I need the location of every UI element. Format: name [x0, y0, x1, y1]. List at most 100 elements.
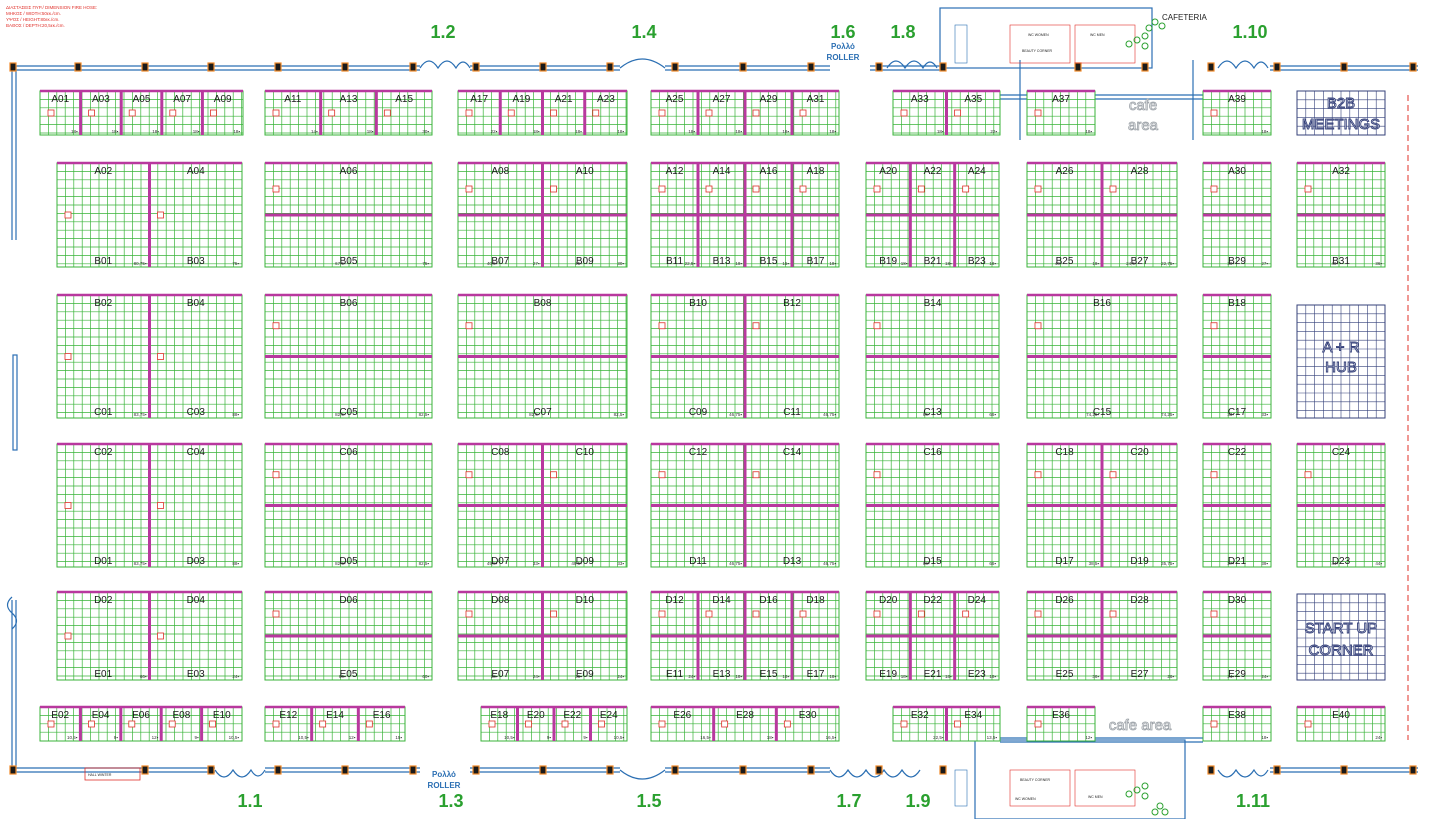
booth-dimension: 18▪	[735, 674, 742, 679]
booth-dimension: 88▪	[232, 561, 239, 566]
fire-hose-icon	[169, 109, 177, 117]
booth-label: D30	[1228, 595, 1247, 606]
booth-label: A30	[1228, 166, 1246, 177]
booth-label: B23	[968, 256, 986, 267]
booth-dimension: 10,5▪	[614, 735, 625, 740]
booth-dimension: 83,75▪	[134, 412, 147, 417]
booth-label: E28	[736, 710, 754, 721]
door-arcs	[6, 58, 1269, 780]
fire-hose-icon	[658, 471, 666, 479]
booth-label: A13	[340, 94, 358, 105]
fire-hose-icon	[561, 720, 569, 728]
hall-winter-room	[84, 767, 141, 781]
booth-dimension: 49,5▪	[571, 561, 582, 566]
booth-label: C20	[1130, 447, 1149, 458]
booth-label: E13	[713, 669, 731, 680]
booth-dimension: 12▪	[152, 735, 159, 740]
hall-winter-label: HALL WINTER	[88, 773, 112, 777]
booth-label: B15	[760, 256, 778, 267]
booth-label: A16	[760, 166, 778, 177]
booth-dimension: 46,75▪	[729, 412, 742, 417]
booth-label: C02	[94, 447, 113, 458]
booth-label: E09	[576, 669, 594, 680]
fire-hose-icon	[954, 720, 961, 728]
booth-label: B02	[94, 298, 112, 309]
booth-label: A06	[340, 166, 358, 177]
booth-dimension: 15▪	[395, 735, 402, 740]
booth-dimension: 33▪	[1261, 412, 1268, 417]
booth-label: B13	[713, 256, 731, 267]
roller-top-line1: Ρολλό	[831, 42, 855, 51]
booth-label: B12	[783, 298, 801, 309]
booth-label: A39	[1228, 94, 1246, 105]
fire-hose-icon	[705, 610, 713, 618]
booth-dimension: 36▪	[575, 674, 582, 679]
fire-hose-icon	[209, 720, 217, 728]
roller-bottom-line2: ROLLER	[428, 781, 461, 790]
zone-b2b-meetings: B2B MEETINGS	[1296, 90, 1386, 136]
fire-hose-icon	[272, 109, 280, 117]
fire-hose-icon	[962, 610, 970, 618]
fire-hose-icon	[465, 185, 473, 193]
fire-hose-icon	[1109, 610, 1117, 618]
fire-hose-icon	[88, 720, 95, 728]
booth-label: B07	[491, 256, 509, 267]
booth-label: A33	[911, 94, 929, 105]
booth-dimension: 46,75▪	[729, 561, 742, 566]
booth-dimension: 13,5▪	[987, 735, 998, 740]
fire-hose-icon	[64, 632, 72, 640]
fire-hose-icon	[1304, 185, 1312, 193]
booth-dimension: 82,5▪	[335, 412, 346, 417]
booth-dimension: 18▪	[1092, 261, 1099, 266]
booth-label: A23	[597, 94, 615, 105]
entrance-label-bottom: 1.9	[905, 791, 930, 811]
fire-hose-icon	[658, 720, 666, 728]
fire-hose-icon	[752, 185, 760, 193]
booth-label: E08	[173, 710, 191, 721]
entrance-label-bottom: 1.3	[438, 791, 463, 811]
booth-dimension: 18▪	[945, 261, 952, 266]
fire-hose-icon	[598, 720, 605, 728]
booth-label: A22	[924, 166, 942, 177]
booth-dimension: 49,5▪	[487, 561, 498, 566]
booth-label: E30	[799, 710, 817, 721]
booth-label: E12	[279, 710, 297, 721]
booth-dimension: 66▪	[989, 561, 996, 566]
booth-label: E19	[879, 669, 897, 680]
booth-dimension: 75▪	[422, 261, 429, 266]
booth-label: A20	[879, 166, 897, 177]
booth-label: A07	[173, 94, 191, 105]
fire-hose-icon	[128, 720, 136, 728]
booth-dimension: 36▪	[1375, 261, 1382, 266]
booth-label: B09	[576, 256, 594, 267]
booth-label: D01	[94, 556, 113, 567]
booth-label: C06	[339, 447, 358, 458]
booth-label: A24	[968, 166, 986, 177]
beauty-corner-label: BEAUTY CORNER	[1022, 49, 1053, 53]
booth-label: A29	[760, 94, 778, 105]
fire-hose-icon	[47, 109, 55, 117]
booth-dimension: 46,75▪	[823, 412, 836, 417]
cafeteria-label: CAFETERIA	[1162, 13, 1208, 22]
booth-dimension: 38,5▪	[1089, 561, 1100, 566]
beauty-corner-label-bottom: BEAUTY CORNER	[1020, 778, 1051, 782]
booth-label: A17	[470, 94, 488, 105]
booth-dimension: 24▪	[1375, 735, 1382, 740]
booth-dimension: 10,5▪	[504, 735, 515, 740]
fire-hose-icon	[465, 610, 473, 618]
fire-hose-icon	[550, 185, 557, 193]
booth-label: C16	[923, 447, 942, 458]
booth-dimension: 18▪	[617, 129, 624, 134]
legend-line: ΔΙΑΣΤΑΣΕΙΣ ΠΥΡ./ DIMENSION FIRE HOSE:	[6, 5, 98, 10]
